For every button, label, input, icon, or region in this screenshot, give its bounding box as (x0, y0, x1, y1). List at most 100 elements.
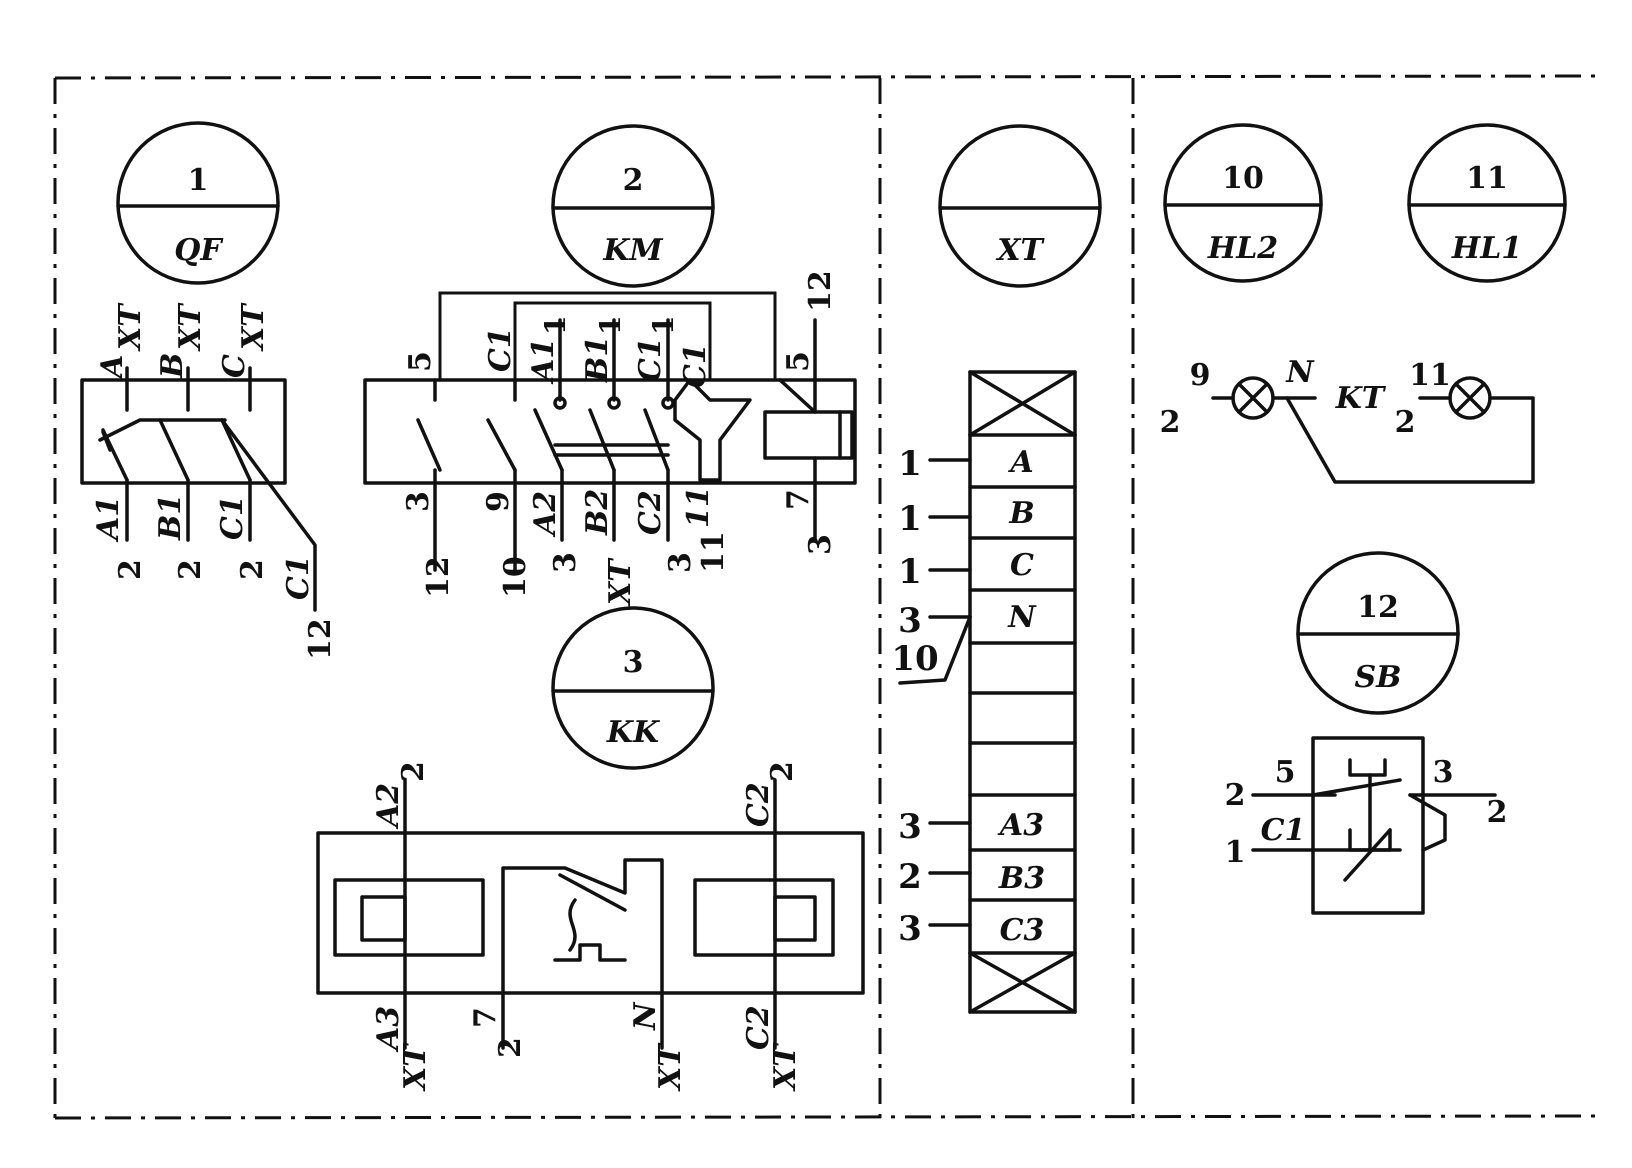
diagram-label: A1 (91, 496, 126, 543)
diagram-label: C2 (741, 782, 776, 827)
diagram-label: QF (174, 233, 224, 268)
diagram-label: C1 (483, 327, 518, 372)
diagram-label: 2 (765, 761, 800, 782)
diagram-label: 10 (1222, 161, 1264, 196)
diagram-label: 9 (1190, 358, 1211, 393)
diagram-label: 3 (401, 491, 436, 512)
diagram-label: B (1008, 496, 1034, 531)
diagram-label: XT (113, 302, 148, 352)
diagram-label: B1 (153, 494, 188, 541)
diagram-label: KM (602, 233, 663, 268)
diagram-label: A (95, 355, 130, 381)
diagram-label: XT (236, 302, 271, 352)
diagram-label: 1 (594, 316, 627, 335)
diagram-label: 12 (803, 270, 838, 312)
diagram-label: B1 (580, 336, 615, 383)
diagram-label: HL1 (1451, 231, 1522, 266)
diagram-label: XT (768, 1042, 803, 1092)
diagram-label: 1 (188, 163, 209, 198)
diagram-label: C2 (741, 1005, 776, 1050)
diagram-label: C (217, 354, 252, 378)
diagram-label: 11 (1409, 358, 1451, 393)
diagram-label: 3 (623, 645, 644, 680)
diagram-label: 1 (1225, 835, 1246, 870)
diagram-label: SB (1354, 660, 1401, 695)
kk-relay: A2 2 C2 2 A3 XT 7 2 N XT C2 XT (316, 761, 865, 1092)
diagram-label: C2 (633, 490, 668, 535)
diagram-label: KK (606, 715, 661, 750)
diagram-label: B2 (580, 489, 615, 536)
diagram-label: 7 (781, 489, 816, 510)
symbol-hl2: 10 HL2 (1163, 123, 1323, 283)
diagram-label: A2 (371, 783, 406, 830)
diagram-label: 2 (1395, 405, 1416, 440)
symbol-kk: 3 KK (551, 606, 715, 770)
diagram-label: 3 (898, 909, 922, 949)
diagram-label: 10 (891, 639, 938, 679)
diagram-label: 2 (898, 857, 922, 897)
diagram-label: C1 (281, 555, 316, 600)
diagram-label: C1 (678, 343, 713, 388)
diagram-label: 2 (113, 559, 148, 580)
diagram-label: XT (995, 233, 1045, 268)
diagram-label: 2 (173, 559, 208, 580)
diagram-label: 11 (696, 531, 731, 573)
diagram-label: 2 (493, 1037, 528, 1058)
diagram-label: XT (603, 557, 638, 607)
diagram-label: C1 (215, 495, 250, 540)
diagram-label: 3 (548, 552, 583, 573)
terminal-block: A B C N A3 B3 C3 1 1 1 3 10 3 2 3 (891, 370, 1077, 1014)
diagram-label: B3 (998, 861, 1045, 896)
diagram-label: 1 (647, 316, 680, 335)
diagram-label: 12 (1357, 590, 1399, 625)
diagram-label: 2 (1160, 405, 1181, 440)
diagram-label: 1 (898, 444, 922, 484)
diagram-label: 5 (781, 351, 816, 372)
diagram-label: 12 (303, 618, 338, 660)
diagram-label: 3 (803, 534, 838, 555)
diagram-label: A3 (371, 1006, 406, 1053)
diagram-label: A3 (997, 808, 1044, 843)
symbol-km: 2 KM (551, 124, 715, 288)
qf-breaker: A XT B XT C XT A1 2 B1 2 C1 2 C1 12 (80, 302, 338, 660)
diagram-label: C1 (633, 337, 668, 382)
diagram-label: 1 (898, 499, 922, 539)
diagram-label: B (155, 353, 190, 379)
diagram-label: A (1007, 445, 1033, 480)
diagram-label: 1 (539, 316, 572, 335)
diagram-label: 2 (623, 163, 644, 198)
diagram-label: 2 (235, 559, 270, 580)
diagram-label: N (1285, 355, 1315, 390)
symbol-hl1: 11 HL1 (1407, 123, 1567, 283)
diagram-label: 3 (1433, 755, 1454, 790)
diagram-label: 3 (663, 552, 698, 573)
diagram-label: 9 (481, 491, 516, 512)
diagram-label: 10 (498, 556, 533, 598)
diagram-label: HL2 (1207, 231, 1278, 266)
diagram-label: XT (173, 302, 208, 352)
symbol-qf: 1 QF (116, 121, 280, 285)
symbol-sb: 12 SB (1296, 551, 1460, 715)
diagram-label: C3 (1000, 913, 1045, 948)
diagram-label: 11 (681, 486, 716, 528)
diagram-label: XT (653, 1042, 688, 1092)
diagram-label: A2 (528, 491, 563, 538)
diagram-label: 2 (1225, 778, 1246, 813)
diagram-label: XT (398, 1042, 433, 1092)
diagram-label: A1 (526, 338, 561, 385)
diagram-label: 3 (898, 601, 922, 641)
diagram-label: 3 (898, 807, 922, 847)
km-contactor: 5 C1 A1 1 B1 1 C1 1 C1 5 12 3 12 9 10 A2… (363, 270, 857, 607)
diagram-label: 5 (1275, 755, 1296, 790)
diagram-label: 1 (898, 552, 922, 592)
diagram-label: 2 (396, 761, 431, 782)
symbol-xt: XT (938, 124, 1102, 288)
diagram-label: C (1010, 548, 1034, 583)
diagram-label: 12 (421, 556, 456, 598)
diagram-label: 7 (468, 1007, 503, 1028)
lamp-circuit: 9 2 N KT 11 2 (1160, 355, 1535, 484)
sb-button: 2 5 C1 1 3 2 (1225, 736, 1507, 915)
diagram-label: 11 (1466, 161, 1508, 196)
diagram-label: KT (1335, 381, 1387, 416)
